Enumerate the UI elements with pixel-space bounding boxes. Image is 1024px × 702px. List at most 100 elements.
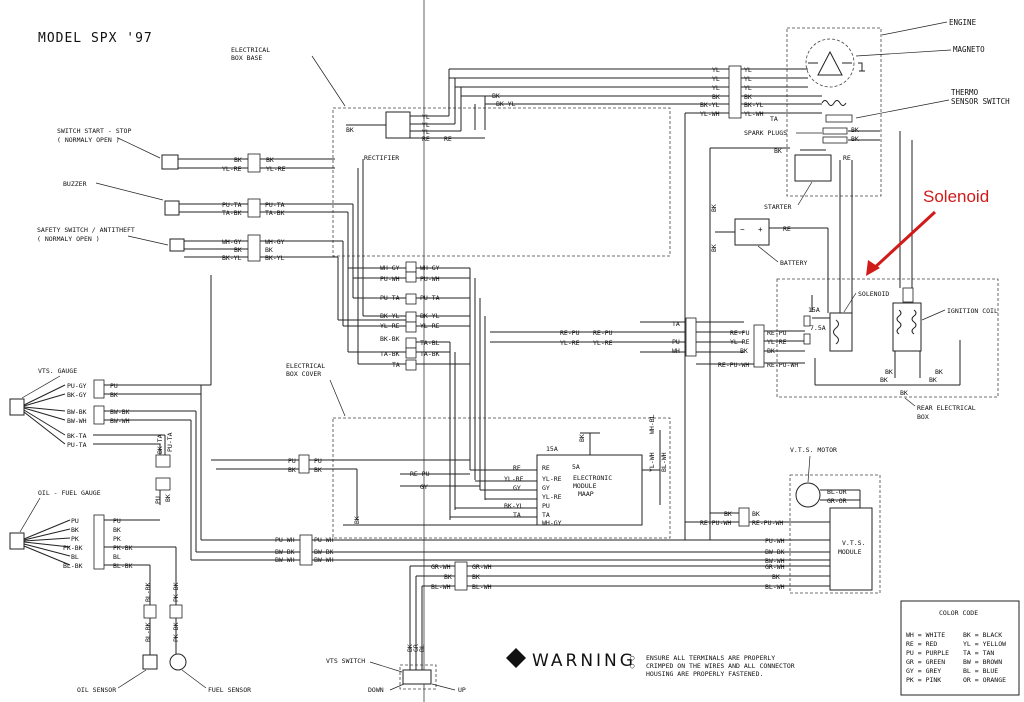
vts-gauge-wire-3: BW-WH [67,417,87,425]
magneto-wire-0: YL [712,66,720,74]
rear-left-pu: PU [672,338,680,346]
vts-switch-bk-r: BK [472,573,480,581]
oil-fuel-wire-3: PK-BK [63,544,83,552]
harness-wire-5: BK-BK [380,335,400,343]
starter-label: STARTER [764,203,791,211]
switch-wire-ylre: YL-RE [222,165,242,173]
switch-leader [117,137,161,159]
vts-mod-bwbk: BW-BK [765,548,785,556]
warning-title: WARNING [532,651,636,671]
module-left-ta: TA [513,511,521,519]
battery-label: BATTERY [780,259,807,267]
harness-wire-0-r: WH-GY [420,264,440,272]
thermo-leader [855,99,950,119]
magneto-symbol [805,38,865,88]
bottom-bwbk: BW-BK [275,548,295,556]
oil-fuel-wire-1: BK [71,526,79,534]
module-left-gy: GY [513,484,521,492]
svg-text:+: + [758,225,763,234]
battery-wire-re: RE [783,225,791,233]
vts-sw-vert-gr: GR [412,644,420,652]
vts-mod-grwh: GR-WH [765,563,785,571]
vts-switch-grwh: GR-WH [431,563,451,571]
vts-switch-blwh-r: BL-WH [472,583,492,591]
center-harness-connectors [337,159,470,371]
safety-wire-bkyl-r: BK-YL [265,254,285,262]
rear-conn-bk: BK [740,347,748,355]
box-base-label-1: ELECTRICAL [231,46,270,54]
oil-fuel-connector [93,514,105,570]
vts-gauge-wire-0: PU-GY [67,382,87,390]
module-label-1: ELECTRONIC [573,474,612,482]
fuel-sensor-label: FUEL SENSOR [208,686,251,694]
vts-motor-label: V.T.S. MOTOR [790,446,837,454]
cover-pu-connector [298,454,310,474]
thermo-wire-ta: TA [770,115,778,123]
vts-gauge-wire-2: BW-BK [67,408,87,416]
harness-wire-3: BK-YL [380,312,400,320]
oil-sensor-label: OIL SENSOR [77,686,116,694]
oil-sensor-symbol [142,654,158,670]
magneto-leader [855,49,952,57]
color-code-row-0-b: BK = BLACK [963,631,1002,639]
warning-line-2: CRIMPED ON THE WIRES AND ALL CONNECTOR [646,662,795,670]
rear-box-leader [904,397,916,407]
vts-mod-bk-r: BK [752,510,760,518]
oil-fuel-conn-2: PK [113,535,121,543]
vts-motor-leader [807,455,811,483]
safety-wire-bkyl: BK-YL [222,254,242,262]
warning-line-1: ENSURE ALL TERMINALS ARE PROPERLY [646,654,775,662]
vts-switch-down: DOWN [368,686,384,694]
module-label-3: MAAP [578,490,594,498]
rectifier-wire-1: YL [422,121,430,129]
module-left-bkyl: BK-YL [504,502,524,510]
warning-line-3: HOUSING ARE PROPERLY FASTENED. [646,670,763,678]
oil-fuel-wire-0: PU [71,517,79,525]
rear-conn-ylre-r: YL-RE [767,338,787,346]
svg-text:−: − [740,225,745,234]
switch-wire-bk-r: BK [266,156,274,164]
rear-left-connector [685,317,697,357]
magneto-wire-3: BK [712,93,720,101]
vts-switch-label: VTS SWITCH [326,657,365,665]
diagram-title: MODEL SPX '97 [38,31,153,46]
vertical-bk: BK [164,494,172,502]
engine-label: ENGINE [949,18,977,27]
vts-mod-repuwh-r: RE-PU-WH [752,519,783,527]
box-cover-leader [329,379,346,417]
magneto-wire-5: YL-WH [700,110,720,118]
vts-switch-blwh: BL-WH [431,583,451,591]
vts-switch-grwh-r: GR-WH [472,563,492,571]
vts-motor-box [789,474,881,594]
rear-conn-repuwh-r: RE-PU-WH [767,361,798,369]
vts-mod-blwh: BL-WH [765,583,785,591]
magneto-connector [728,65,742,119]
fuse-5a: 5A [572,463,580,471]
color-code-row-5-b: OR = ORANGE [963,676,1006,684]
fuse-75a-symbol [803,333,811,345]
oil-fuel-conn-5: BL-BK [113,562,133,570]
vertical-bkta: BK-TA [156,434,164,454]
vts-gauge-symbol [9,398,25,416]
battery-symbol: − + [734,218,770,246]
rear-conn-repu: RE-PU [730,329,750,337]
vts-gauge-leader [21,375,61,399]
solenoid-wire-re: RE [843,154,851,162]
rectifier-wire-4: RE [444,135,452,143]
color-code-table [900,600,1020,696]
color-code-row-2-a: PU = PURPLE [906,649,949,657]
color-code-row-4-a: GY = GREY [906,667,941,675]
color-code-row-4-b: BL = BLUE [963,667,998,675]
vts-gauge-conn-2: BW-BK [110,408,130,416]
oil-sensor-connector [143,604,157,619]
module-pin-3: YL-RE [542,493,562,501]
oil-fuel-runs [104,519,177,655]
rectifier-wire-6: BK-YL [496,100,516,108]
vts-switch-runs [409,565,830,670]
oil-sensor-leader [117,669,147,689]
box-cover-label-1: ELECTRICAL [286,362,325,370]
vts-switch-box [399,664,437,690]
bottom-puwh: PU-WH [275,536,295,544]
vts-module-box [829,507,873,591]
